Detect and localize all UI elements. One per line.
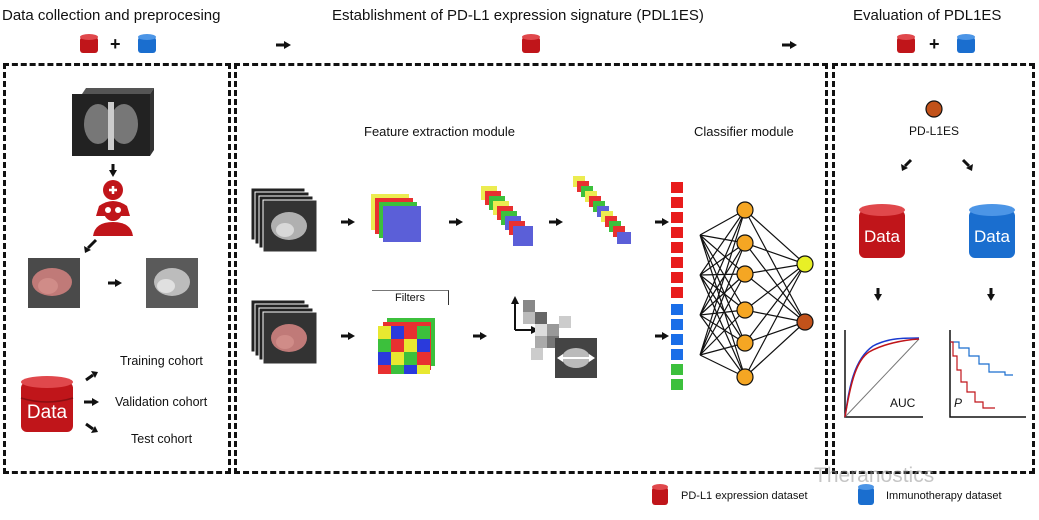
arrow-filters-to-texture-icon: [473, 332, 487, 340]
arrow-down-right-eval-icon: [961, 158, 973, 171]
header-icon-row: [80, 34, 975, 53]
arrow-down-left-icon: [84, 238, 98, 253]
roc-curve-plot: [844, 330, 923, 418]
arrow-stack-to-conv-icon: [341, 218, 355, 226]
eval-blue-database-icon: Data: [969, 204, 1015, 258]
legend-blue-database-icon: [858, 484, 874, 505]
header-right-blue-database-icon: [957, 34, 975, 53]
filter-grid: [378, 318, 435, 374]
arrow-to-validation-icon: [84, 398, 99, 406]
theranostics-watermark: Theranostics: [814, 464, 935, 487]
eval-red-database-icon: Data: [859, 204, 905, 258]
arrow-conv3-to-vector-icon: [655, 218, 669, 226]
classifier-module-label: Classifier module: [694, 124, 794, 139]
arrow-right-1-icon: [108, 279, 122, 287]
header-arrow-2-icon: [782, 41, 797, 49]
arrow-down-roc-icon: [874, 288, 882, 301]
header-arrow-1-icon: [276, 41, 291, 49]
training-cohort-label: Training cohort: [120, 354, 203, 368]
validation-cohort-label: Validation cohort: [115, 395, 208, 409]
doctor-icon: [93, 180, 133, 236]
conv-block-1: [371, 194, 421, 242]
evaluation-graphics: Data Data: [844, 100, 1026, 418]
arrow-texture-to-vector-icon: [655, 332, 669, 340]
conv-block-3: [573, 176, 631, 244]
arrow-stack-to-filters-icon: [341, 332, 355, 340]
plus-sign-right: +: [929, 34, 940, 54]
arrow-down-left-eval-icon: [901, 158, 913, 171]
evaluation-panel: [832, 63, 1035, 474]
pdl1es-label: PD-L1ES: [909, 124, 960, 138]
texture-feature-graphic: [511, 296, 597, 378]
arrow-conv2-to-conv3-icon: [549, 218, 563, 226]
feature-extraction-label: Feature extraction module: [364, 124, 516, 139]
conv-block-2: [481, 186, 533, 246]
segmented-ct-image: [28, 258, 80, 308]
establishment-panel: [234, 63, 828, 474]
data-collection-graphics: Data: [20, 88, 198, 433]
auc-label: AUC: [890, 396, 916, 410]
header-establishment: Establishment of PD-L1 expression signat…: [332, 7, 704, 24]
p-value-label: P: [954, 396, 963, 410]
output-node-brown: [796, 313, 814, 331]
dataset-db-label: Data: [27, 402, 68, 423]
ct-volume-image: [72, 88, 154, 156]
test-cohort-label: Test cohort: [131, 432, 193, 446]
legend-immuno-label: Immunotherapy dataset: [886, 490, 1002, 502]
feature-vector: [671, 182, 683, 390]
arrow-down-1-icon: [109, 164, 117, 177]
header-middle-red-database-icon: [522, 34, 540, 53]
dataset-red-database-icon: Data: [20, 376, 74, 432]
ct-stack-bottom: [250, 299, 318, 365]
legend-red-database-icon: [652, 484, 668, 505]
establishment-graphics: [250, 176, 814, 390]
output-node-yellow: [796, 255, 814, 273]
data-collection-panel: [3, 63, 231, 474]
neural-network: [699, 209, 806, 378]
legend-icons: [652, 484, 874, 505]
pdl1es-node: [925, 100, 943, 118]
plus-sign-left: +: [110, 34, 121, 54]
header-data-collection: Data collection and preprocesing: [2, 7, 221, 24]
header-right-red-database-icon: [897, 34, 915, 53]
arrow-to-test-icon: [85, 422, 98, 433]
arrow-down-km-icon: [987, 288, 995, 301]
eval-blue-db-label: Data: [974, 227, 1010, 246]
preprocessed-ct-image: [146, 258, 198, 308]
legend-pdl1-label: PD-L1 expression dataset: [681, 490, 808, 502]
eval-red-db-label: Data: [864, 227, 900, 246]
arrow-to-training-icon: [85, 371, 98, 382]
filters-label: Filters: [372, 290, 449, 305]
survival-curve-plot: [949, 330, 1026, 418]
header-evaluation: Evaluation of PDL1ES: [853, 7, 1002, 24]
hidden-layer-nodes: [736, 201, 754, 386]
ct-stack-top: [250, 187, 318, 253]
arrow-conv1-to-conv2-icon: [449, 218, 463, 226]
